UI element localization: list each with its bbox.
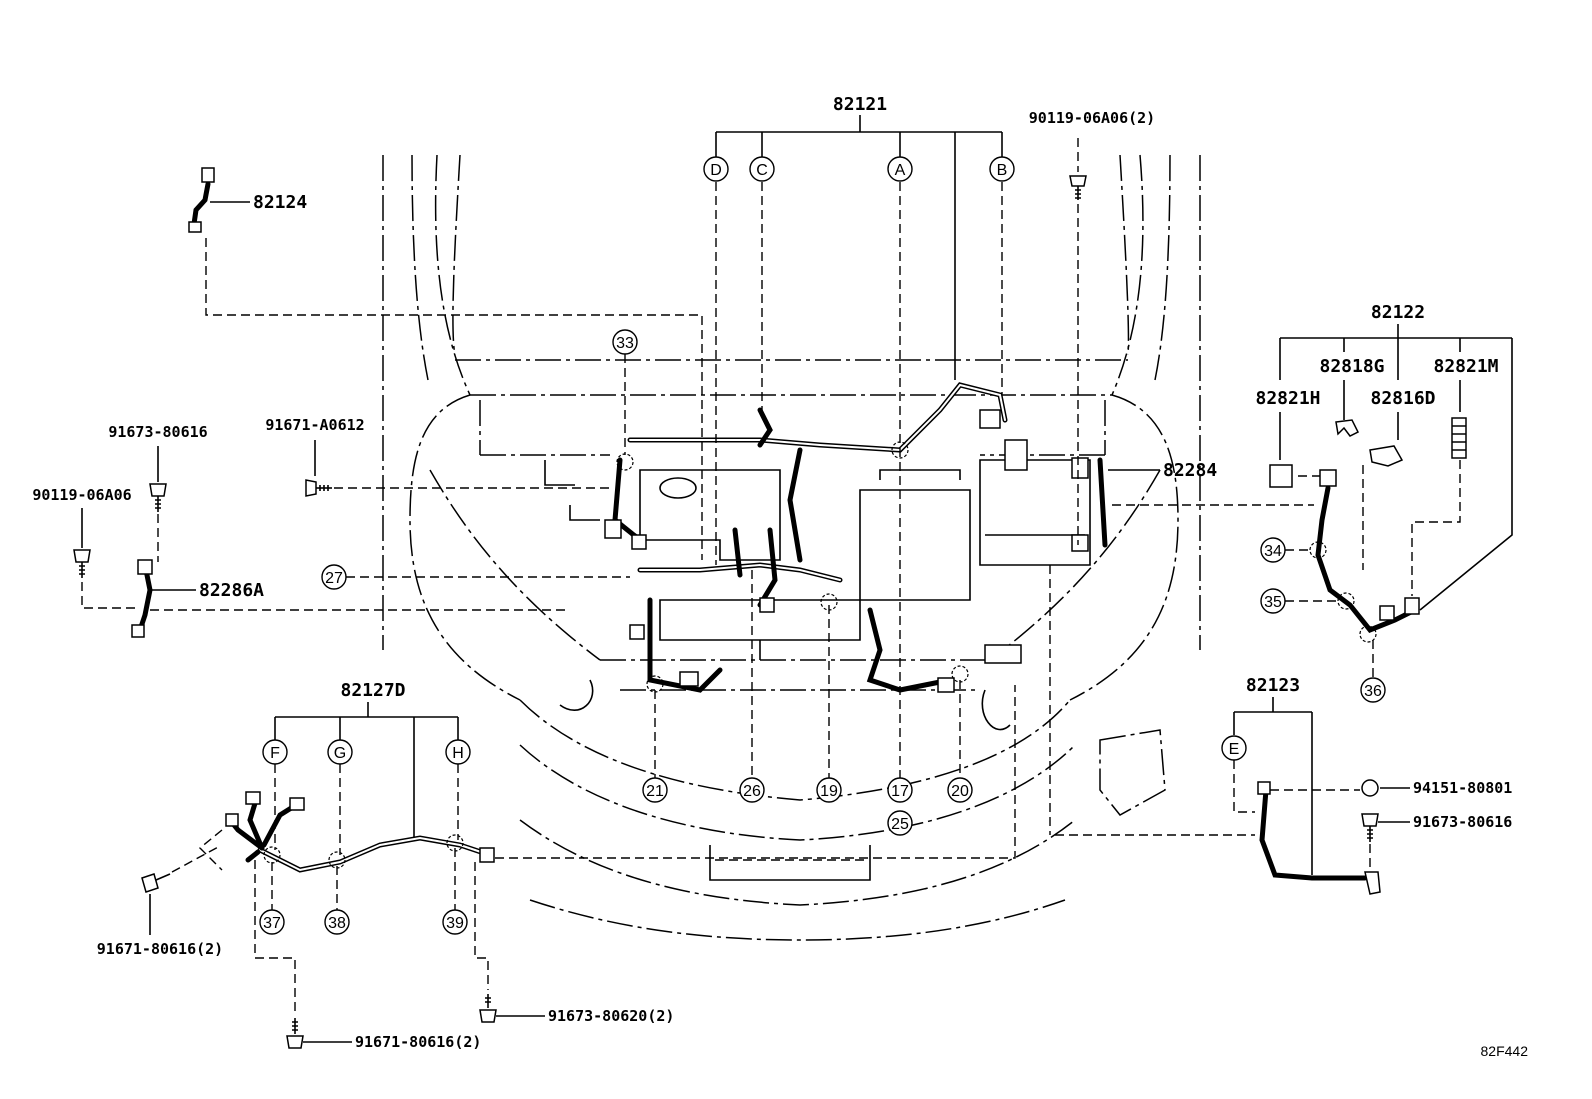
ref-17: 17	[887, 777, 913, 803]
bolt-91673-80620-part-number: 91673-80620(2)	[548, 1007, 674, 1025]
ref-33: 33	[612, 329, 638, 355]
ref-26-label: 26	[743, 783, 761, 800]
part-82821H-number: 82821H	[1255, 388, 1320, 409]
bolt-icon	[1361, 813, 1379, 842]
engine-components	[544, 459, 1091, 660]
bolt-90119-06A06-left-part-number: 90119-06A06	[32, 486, 131, 504]
callout-c: C	[749, 156, 775, 182]
callout-a-label: A	[895, 162, 906, 179]
callout-h-label: H	[452, 745, 464, 762]
ref-39-label: 39	[446, 915, 464, 932]
ref-20-label: 20	[951, 783, 969, 800]
top-bolt-part-number: 90119-06A06(2)	[1029, 109, 1155, 127]
bolt-91671-80616-left-part-number: 91671-80616(2)	[97, 940, 223, 958]
harness-82127D-icon	[225, 791, 495, 873]
main-harness	[604, 382, 1108, 693]
diagram-code: 82F442	[1481, 1043, 1529, 1059]
ref-27: 27	[321, 564, 347, 590]
sensor-82124-part-number: 82124	[253, 192, 307, 213]
callout-f-label: F	[270, 745, 280, 762]
group-82122-part-number: 82122	[1371, 302, 1425, 323]
main-harness-part-number: 82121	[833, 94, 887, 115]
ref-37: 37	[259, 909, 285, 935]
callout-b-label: B	[997, 162, 1008, 179]
bolt-91673-80616-right-part-number: 91673-80616	[1413, 813, 1512, 831]
callout-g-label: G	[334, 745, 346, 762]
callout-b: B	[989, 156, 1015, 182]
group-82127D-part-number: 82127D	[340, 680, 405, 701]
ref-21: 21	[642, 777, 668, 803]
wire-82286A-part-number: 82286A	[199, 580, 264, 601]
ref-36-label: 36	[1364, 683, 1382, 700]
ref-33-label: 33	[616, 335, 634, 352]
ref-38-label: 38	[328, 915, 346, 932]
callout-d: D	[703, 156, 729, 182]
ref-34: 34	[1260, 537, 1286, 563]
callout-e: E	[1221, 735, 1247, 761]
bolt-icon	[479, 994, 497, 1023]
ref-38: 38	[324, 909, 350, 935]
ref-36: 36	[1360, 677, 1386, 703]
part-82821M-number: 82821M	[1433, 356, 1498, 377]
ref-17-label: 17	[891, 783, 909, 800]
ref-19-label: 19	[820, 783, 838, 800]
callout-g: G	[327, 739, 353, 765]
ref-20: 20	[947, 777, 973, 803]
bolt-icon	[73, 549, 91, 578]
bolt-icon	[141, 873, 171, 893]
ref-19: 19	[816, 777, 842, 803]
wire-82284-part-number: 82284	[1163, 460, 1217, 481]
ref-37-label: 37	[263, 915, 281, 932]
ref-34-label: 34	[1264, 543, 1282, 560]
clip-82818G-icon	[1335, 419, 1360, 437]
ref-25: 25	[887, 810, 913, 836]
callout-a: A	[887, 156, 913, 182]
connector-82821H-icon	[1269, 464, 1293, 488]
callout-e-label: E	[1229, 741, 1240, 758]
bolt-91671-A0612-part-number: 91671-A0612	[265, 416, 364, 434]
bolt-icon	[305, 479, 332, 497]
vehicle-body-outline	[382, 154, 1201, 941]
bolt-91673-80616-left-part-number: 91673-80616	[108, 423, 207, 441]
ref-21-label: 21	[646, 783, 664, 800]
ref-27-label: 27	[325, 570, 343, 587]
bolt-icon	[149, 483, 167, 512]
part-82818G-number: 82818G	[1319, 356, 1384, 377]
clamp-82816D-icon	[1369, 445, 1404, 467]
callout-h: H	[445, 739, 471, 765]
ref-39: 39	[442, 909, 468, 935]
group-82123-part-number: 82123	[1246, 675, 1300, 696]
ref-35: 35	[1260, 588, 1286, 614]
callout-c-label: C	[756, 162, 768, 179]
connector-82821M-icon	[1451, 417, 1467, 459]
callout-d-label: D	[710, 162, 722, 179]
callout-f: F	[262, 739, 288, 765]
ref-26: 26	[739, 777, 765, 803]
part-82816D-number: 82816D	[1370, 388, 1435, 409]
sub-harness-82122-icon	[1315, 469, 1420, 634]
main-harness-bracket	[715, 115, 1003, 780]
bolt-91671-80616-bottom-part-number: 91671-80616(2)	[355, 1033, 481, 1051]
ground-wire-82123-icon	[1257, 781, 1381, 895]
clip-icon	[1361, 779, 1379, 797]
wire-82286A-icon	[131, 559, 153, 638]
sensor-82124-icon	[188, 167, 215, 233]
bolt-icon	[1069, 175, 1087, 200]
ref-35-label: 35	[1264, 594, 1282, 611]
clip-94151-80801-part-number: 94151-80801	[1413, 779, 1512, 797]
ref-25-label: 25	[891, 816, 909, 833]
bolt-icon	[286, 1018, 304, 1049]
